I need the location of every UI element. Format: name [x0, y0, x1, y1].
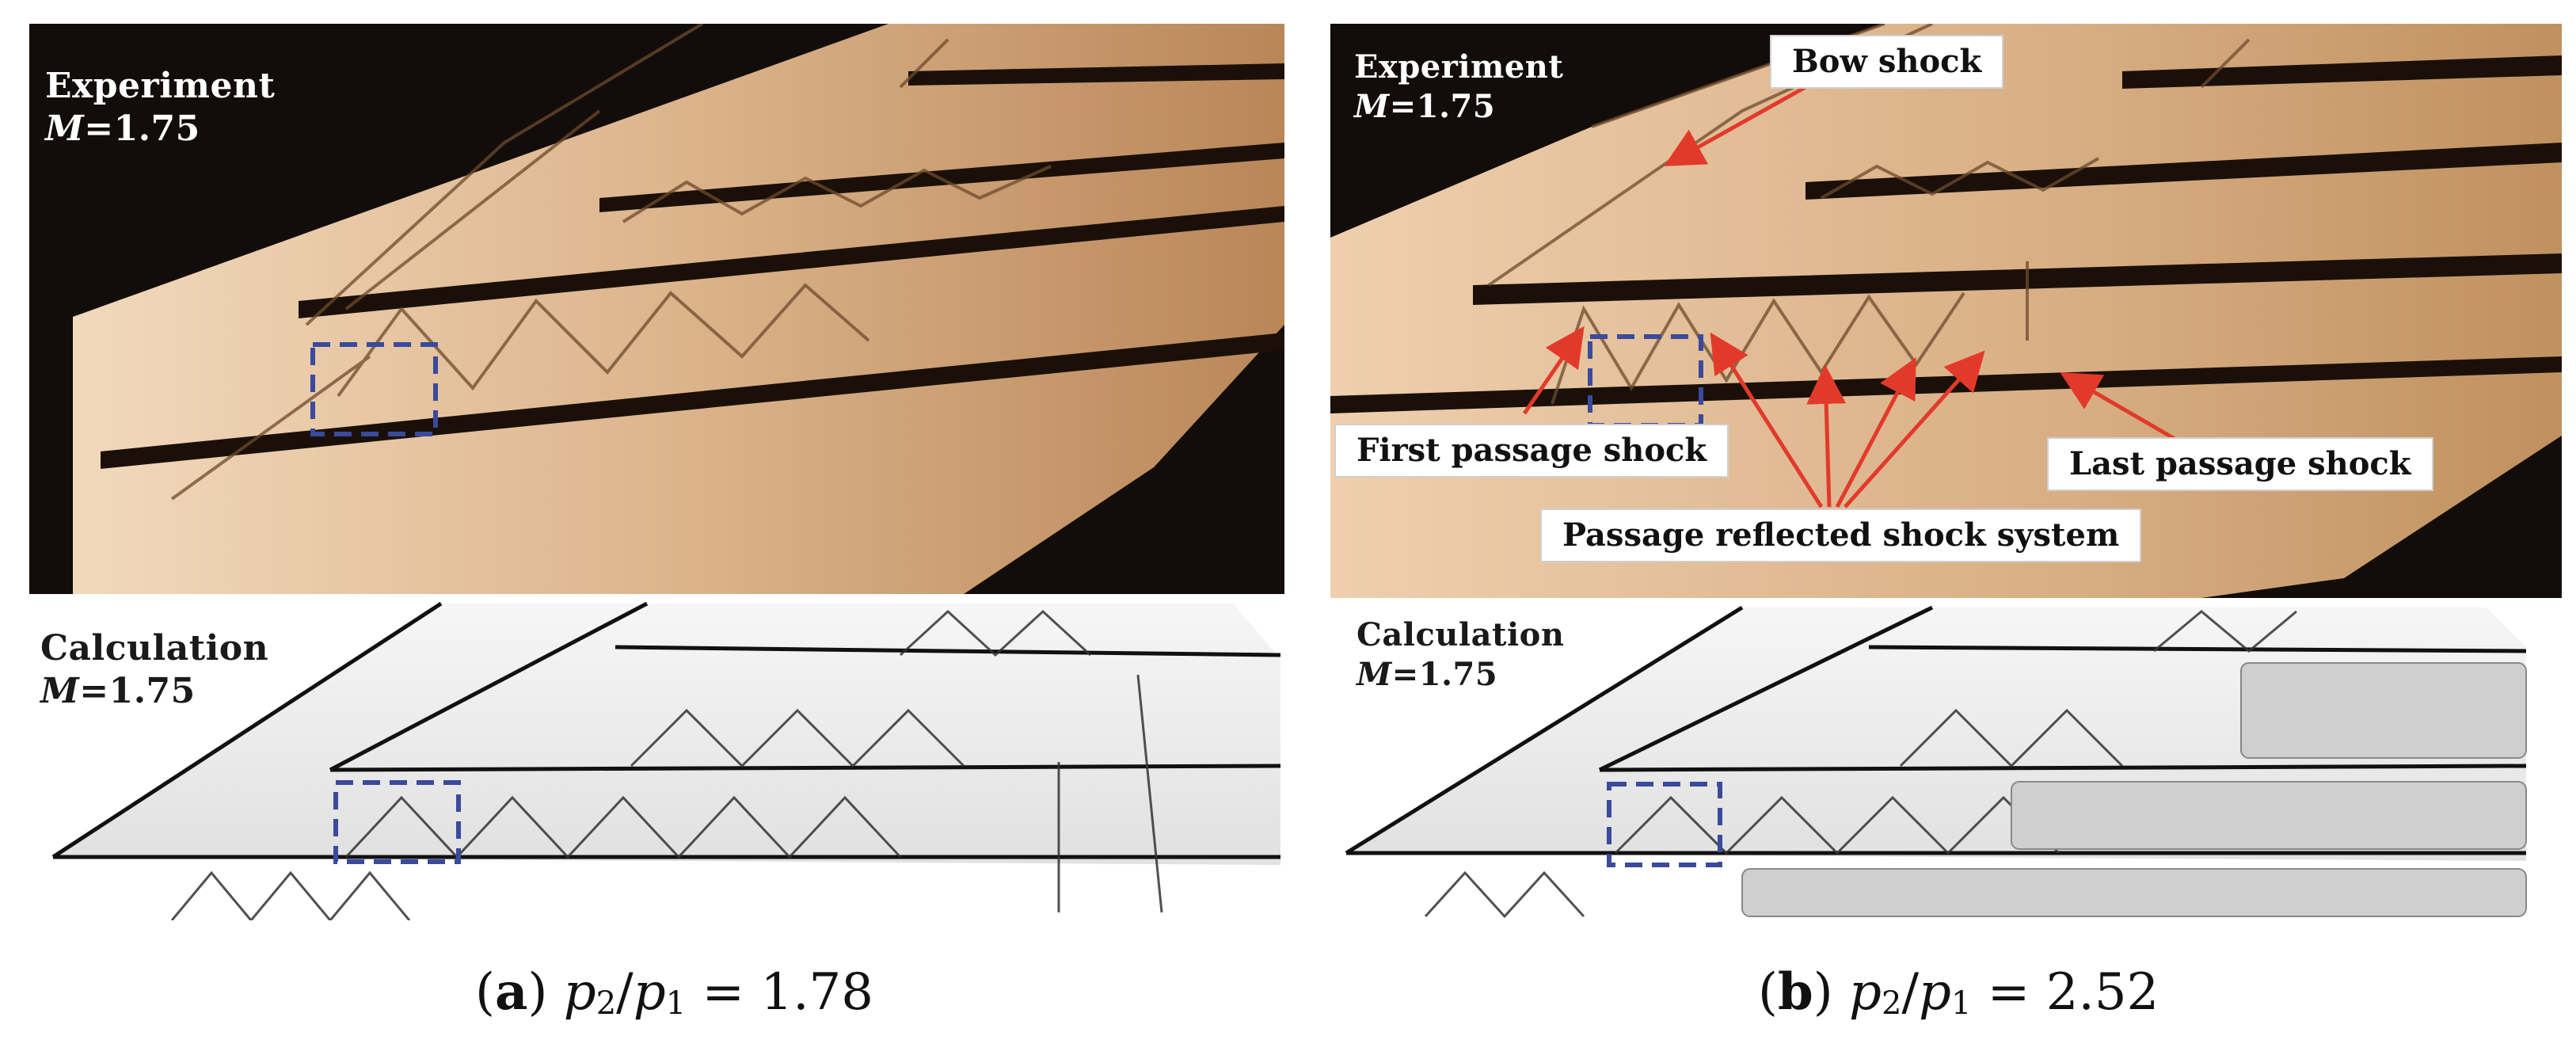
caption-b-value: = 2.52 — [1971, 963, 2159, 1022]
highlight-box-b-calculation — [1607, 782, 1722, 867]
mach-value: =1.75 — [1391, 656, 1498, 693]
callout-passage-reflected-shock-system: Passage reflected shock system — [1540, 508, 2142, 562]
callout-first-passage-shock: First passage shock — [1334, 424, 1729, 478]
calculation-label: Calculation — [1356, 616, 1565, 653]
panel-a-calculation-image: Calculation M=1.75 — [29, 596, 1284, 920]
caption-a-letter: a — [494, 962, 528, 1022]
caption-b-p2-sub: 2 — [1882, 985, 1902, 1022]
panel-b-experiment-image: Experiment M=1.75 Bow shock First passag… — [1330, 24, 2562, 598]
mach-symbol: M — [40, 671, 80, 711]
highlight-box-a-calculation — [333, 780, 461, 864]
mach-value: =1.75 — [1389, 88, 1496, 125]
caption-b-letter: b — [1777, 962, 1813, 1022]
panel-b-calculation-image: Calculation M=1.75 — [1330, 600, 2562, 920]
highlight-box-a-experiment — [310, 342, 438, 436]
experiment-label: Experiment — [1354, 48, 1564, 86]
panel-b-calculation-title: Calculation M=1.75 — [1356, 615, 1564, 695]
callout-last-passage-shock: Last passage shock — [2047, 437, 2433, 491]
callout-bow-shock: Bow shock — [1770, 35, 2004, 89]
mach-symbol: M — [1354, 88, 1390, 125]
caption-a-p2-sub: 2 — [595, 985, 617, 1022]
panel-a-experiment-image: Experiment M=1.75 — [29, 24, 1284, 594]
panel-a-calculation-title: Calculation M=1.75 — [40, 627, 268, 713]
panel-a-experiment-title: Experiment M=1.75 — [45, 65, 275, 150]
mach-symbol: M — [1356, 656, 1392, 693]
panel-b-experiment-title: Experiment M=1.75 — [1354, 48, 1563, 127]
mach-value: =1.75 — [84, 109, 200, 149]
caption-b-p1-sub: 1 — [1950, 985, 1972, 1022]
caption-b-p2: p — [1849, 963, 1882, 1022]
experiment-label: Experiment — [45, 66, 276, 106]
caption-a: (a) p2/p1 = 1.78 — [475, 962, 873, 1022]
caption-b-p1: p — [1919, 963, 1951, 1022]
caption-a-p1: p — [633, 963, 666, 1022]
mach-value: =1.75 — [79, 671, 196, 711]
caption-a-p2: p — [563, 963, 596, 1022]
caption-b: (b) p2/p1 = 2.52 — [1758, 962, 2159, 1022]
caption-a-value: = 1.78 — [686, 963, 873, 1022]
calculation-label: Calculation — [40, 628, 269, 668]
mach-symbol: M — [45, 109, 85, 149]
caption-a-p1-sub: 1 — [665, 985, 687, 1022]
